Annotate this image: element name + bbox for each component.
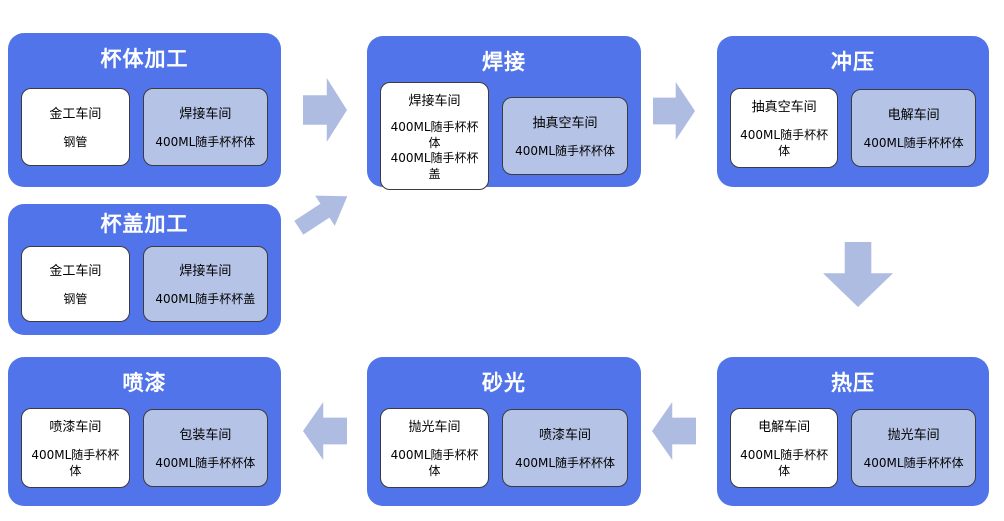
workshop-name: 焊接车间	[179, 106, 232, 122]
product-name: 400ML随手杯杯体	[31, 448, 120, 478]
product-name: 400ML随手杯杯体	[740, 448, 829, 478]
arrow-cup-body-to-welding-icon	[303, 78, 347, 142]
product-name: 400ML随手杯杯体	[740, 128, 829, 158]
workshop-card-row: 抛光车间 400ML随手杯杯体 喷漆车间 400ML随手杯杯体	[367, 397, 641, 506]
arrow-sanding-to-painting-icon	[303, 402, 347, 460]
process-box-cup-body: 杯体加工 金工车间 钢管 焊接车间 400ML随手杯杯体	[8, 33, 281, 187]
workshop-name: 电解车间	[887, 108, 940, 124]
process-title: 砂光	[482, 371, 526, 395]
workshop-card: 焊接车间 400ML随手杯杯体	[142, 87, 268, 166]
workshop-card: 电解车间 400ML随手杯杯体	[851, 89, 976, 167]
workshop-card: 抽真空车间 400ML随手杯杯体	[502, 97, 628, 176]
process-title: 冲压	[831, 50, 875, 74]
product-name: 400ML随手杯杯盖	[155, 291, 256, 306]
workshop-card-row: 金工车间 钢管 焊接车间 400ML随手杯杯盖	[8, 238, 281, 335]
workshop-name: 焊接车间	[408, 94, 461, 109]
workshop-card-row: 喷漆车间 400ML随手杯杯体 包装车间 400ML随手杯杯体	[8, 397, 281, 506]
product-name: 400ML随手杯杯体	[155, 456, 256, 471]
workshop-card: 焊接车间 400ML随手杯杯盖	[142, 245, 268, 322]
product-name: 400ML随手杯杯盖	[390, 151, 479, 181]
process-box-painting: 喷漆 喷漆车间 400ML随手杯杯体 包装车间 400ML随手杯杯体	[8, 357, 281, 506]
workshop-name: 抽真空车间	[532, 116, 598, 132]
product-name: 400ML随手杯杯体	[863, 456, 964, 471]
arrow-stamping-to-hot-press-icon	[823, 242, 893, 307]
workshop-name: 金工车间	[49, 263, 102, 279]
process-title: 杯体加工	[100, 47, 189, 71]
workshop-name: 喷漆车间	[49, 420, 102, 436]
process-box-sanding: 砂光 抛光车间 400ML随手杯杯体 喷漆车间 400ML随手杯杯体	[367, 357, 641, 506]
workshop-card: 抽真空车间 400ML随手杯杯体	[730, 88, 839, 168]
workshop-card-row: 焊接车间 400ML随手杯杯体 400ML随手杯杯盖 抽真空车间 400ML随手…	[367, 76, 641, 203]
arrow-cup-lid-to-welding-icon	[289, 181, 357, 243]
workshop-card: 喷漆车间 400ML随手杯杯体	[502, 409, 628, 487]
material-name: 钢管	[63, 134, 88, 149]
material-name: 钢管	[63, 291, 88, 306]
workshop-card: 金工车间 钢管	[21, 245, 130, 322]
workshop-card: 抛光车间 400ML随手杯杯体	[851, 409, 976, 487]
process-title: 喷漆	[122, 371, 167, 395]
product-name: 400ML随手杯杯体	[155, 134, 256, 149]
product-name: 400ML随手杯杯体	[515, 456, 616, 471]
workshop-card: 电解车间 400ML随手杯杯体	[730, 408, 839, 488]
workshop-card: 抛光车间 400ML随手杯杯体	[380, 408, 490, 488]
workshop-name: 喷漆车间	[539, 428, 592, 444]
workshop-name: 包装车间	[179, 428, 232, 444]
workshop-name: 抛光车间	[887, 428, 940, 444]
product-name: 400ML随手杯杯体	[390, 448, 479, 478]
process-title: 焊接	[482, 50, 526, 74]
workshop-card: 焊接车间 400ML随手杯杯体 400ML随手杯杯盖	[380, 82, 490, 191]
process-box-welding: 焊接 焊接车间 400ML随手杯杯体 400ML随手杯杯盖 抽真空车间 400M…	[367, 36, 641, 191]
workshop-card-row: 抽真空车间 400ML随手杯杯体 电解车间 400ML随手杯杯体	[717, 76, 989, 187]
process-title: 杯盖加工	[100, 212, 189, 236]
product-name: 400ML随手杯杯体	[390, 120, 479, 150]
arrow-hot-press-to-sanding-icon	[652, 402, 696, 460]
workshop-name: 焊接车间	[179, 263, 232, 279]
workshop-card: 金工车间 钢管	[21, 87, 130, 166]
workshop-card-row: 电解车间 400ML随手杯杯体 抛光车间 400ML随手杯杯体	[717, 397, 989, 506]
arrow-welding-to-stamping-icon	[653, 82, 695, 140]
process-box-cup-lid: 杯盖加工 金工车间 钢管 焊接车间 400ML随手杯杯盖	[8, 204, 281, 335]
workshop-name: 电解车间	[758, 420, 811, 436]
workshop-name: 抛光车间	[408, 420, 461, 436]
process-box-stamping: 冲压 抽真空车间 400ML随手杯杯体 电解车间 400ML随手杯杯体	[717, 36, 989, 187]
workshop-name: 抽真空车间	[751, 100, 817, 116]
process-title: 热压	[831, 371, 875, 395]
workshop-card: 喷漆车间 400ML随手杯杯体	[21, 408, 130, 488]
workshop-card-row: 金工车间 钢管 焊接车间 400ML随手杯杯体	[8, 73, 281, 187]
process-box-hot-press: 热压 电解车间 400ML随手杯杯体 抛光车间 400ML随手杯杯体	[717, 357, 989, 506]
workshop-name: 金工车间	[49, 106, 102, 122]
product-name: 400ML随手杯杯体	[863, 136, 964, 151]
workshop-card: 包装车间 400ML随手杯杯体	[142, 409, 268, 487]
product-name: 400ML随手杯杯体	[515, 144, 616, 159]
